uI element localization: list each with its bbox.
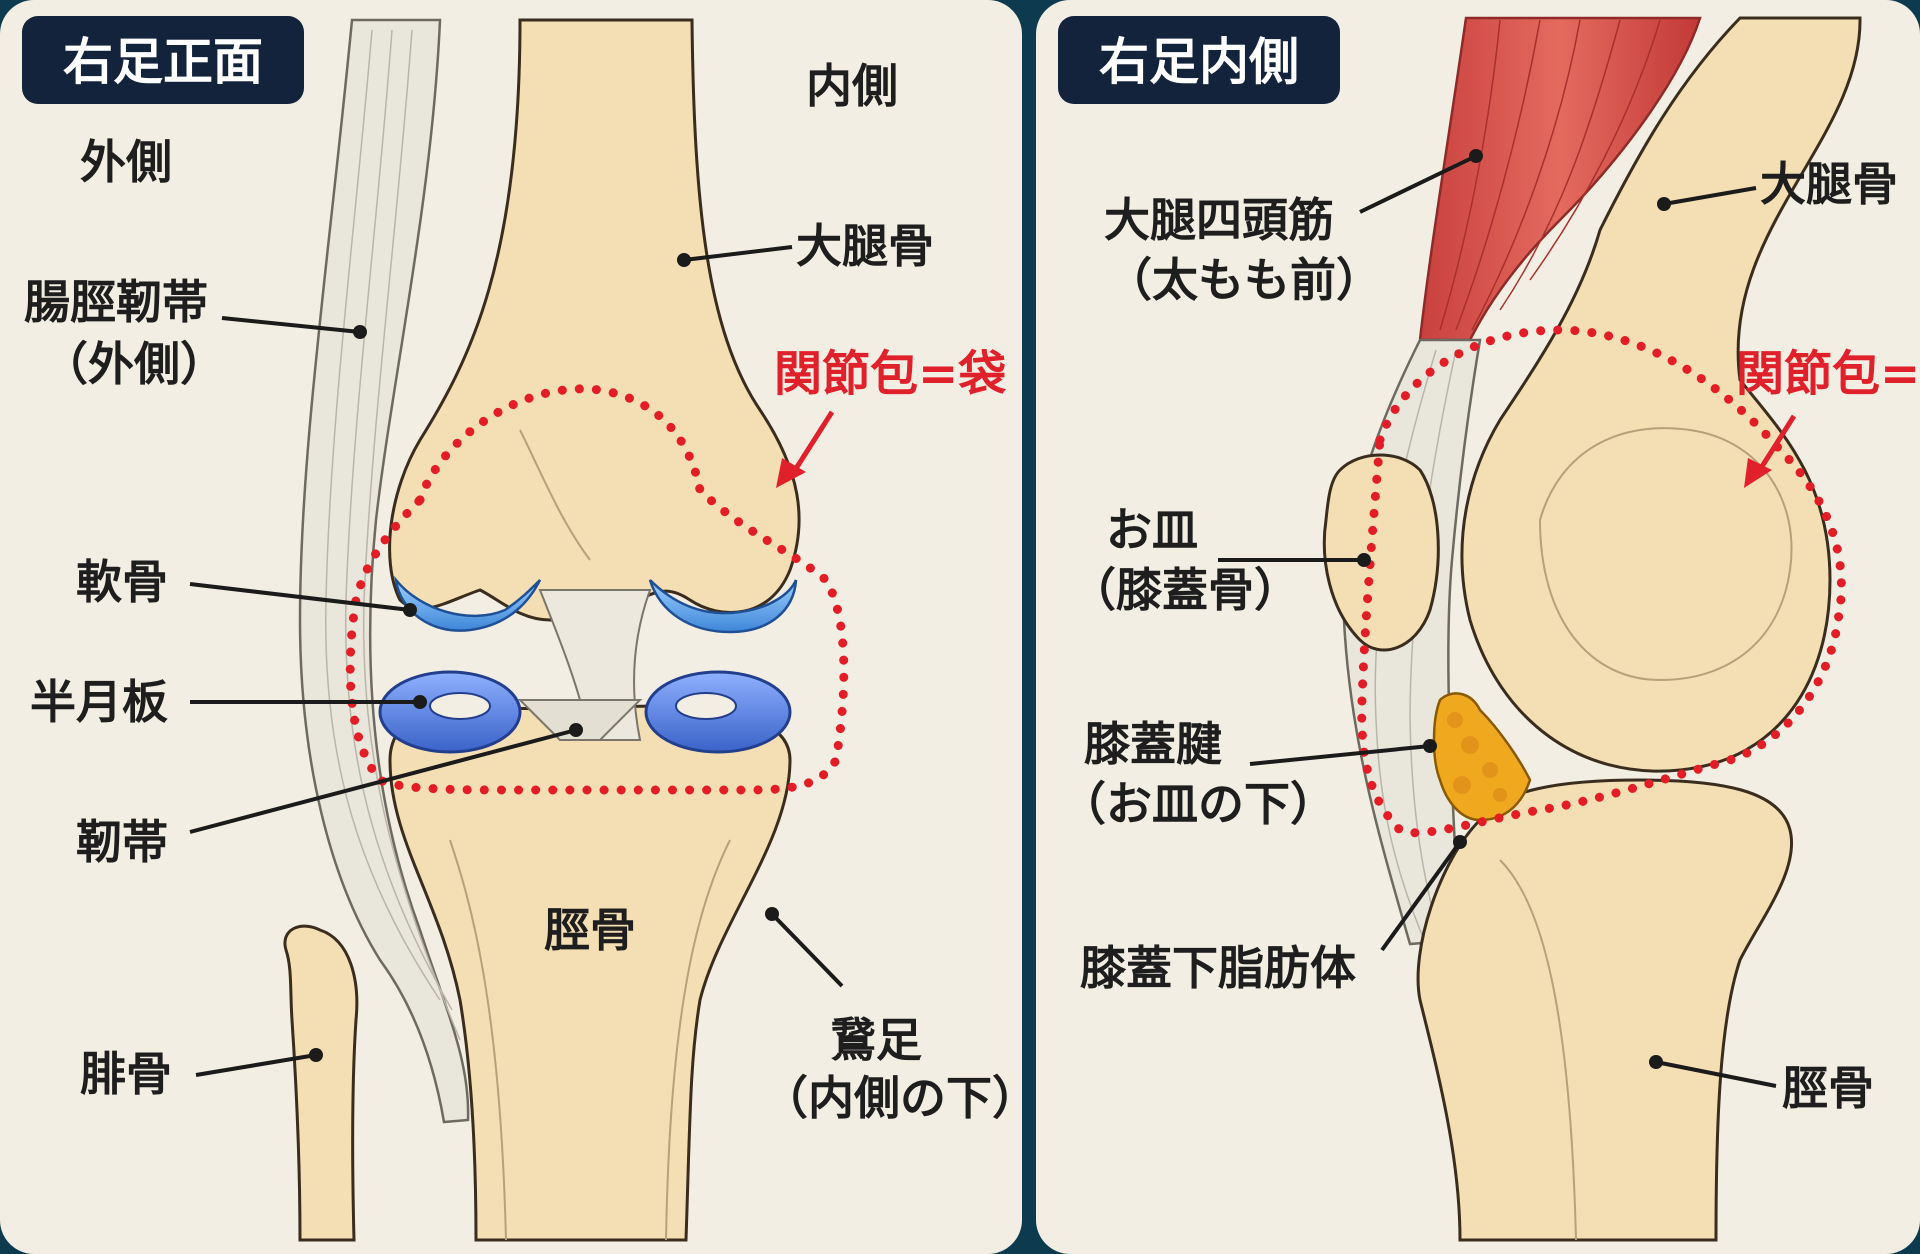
femur-condyle-contour bbox=[1538, 427, 1793, 682]
cruciate-ligaments bbox=[517, 589, 652, 741]
meniscus-label: 半月板 bbox=[30, 675, 168, 729]
femur-medial-shape bbox=[1460, 16, 1862, 773]
meniscus-pointer bbox=[413, 695, 427, 709]
patellar-tendon-leader bbox=[1249, 744, 1431, 766]
it-band-pointer bbox=[353, 325, 367, 339]
fibula-leader bbox=[195, 1053, 317, 1077]
tibia-leader-medial bbox=[1655, 1060, 1777, 1088]
fat-pad-pointer bbox=[1453, 835, 1467, 849]
ligament-leader bbox=[189, 728, 577, 834]
femur-label-medial: 大腿骨 bbox=[1760, 157, 1898, 211]
pes-anserinus-label: 鵞足 bbox=[830, 1013, 922, 1067]
front-panel-background bbox=[0, 0, 1022, 1254]
femur-leader-medial bbox=[1663, 186, 1757, 206]
fibula-pointer bbox=[309, 1048, 323, 1062]
meniscus-right bbox=[644, 670, 792, 754]
tibia-contour bbox=[449, 839, 507, 1241]
medial-view-panel: 右足内側 大腿四頭筋 （太もも前） 大腿骨 関節包=袋 お皿 （膝蓋骨） 膝蓋腱… bbox=[1036, 0, 1920, 1254]
meniscus-left bbox=[378, 670, 522, 754]
femur-contour bbox=[519, 429, 591, 561]
cartilage-pointer bbox=[403, 603, 417, 617]
patellar-tendon-pointer bbox=[1423, 739, 1437, 753]
tibia-label-front: 脛骨 bbox=[544, 903, 636, 957]
it-band-fibers bbox=[324, 29, 461, 1041]
patellar-tendon-label: 膝蓋腱 bbox=[1084, 717, 1222, 771]
pes-anserinus-leader bbox=[770, 912, 844, 988]
ligament-label: 靭帯 bbox=[76, 815, 168, 869]
femur-pointer-front bbox=[677, 253, 691, 267]
cartilage-leader bbox=[189, 582, 411, 612]
cartilage-left bbox=[394, 575, 542, 632]
front-view-title-badge bbox=[22, 16, 304, 104]
patellar-tendon-sublabel: （お皿の下） bbox=[1060, 777, 1336, 831]
joint-capsule-outline-medial bbox=[1357, 325, 1846, 838]
medial-label: 内側 bbox=[806, 59, 898, 113]
capsule-label-medial: 関節包=袋 bbox=[1736, 346, 1920, 402]
patella-label: お皿 bbox=[1106, 503, 1198, 557]
fat-pad-label: 膝蓋下脂肪体 bbox=[1080, 941, 1356, 995]
patella-sublabel: （膝蓋骨） bbox=[1070, 563, 1300, 617]
tibia-contour-2 bbox=[665, 839, 731, 1241]
pes-anserinus-sublabel: （内側の下） bbox=[762, 1071, 1038, 1125]
ligament-pointer bbox=[569, 723, 583, 737]
it-band-sublabel: （外側） bbox=[42, 337, 226, 391]
medial-view-title-badge bbox=[1058, 16, 1340, 104]
fat-pad-shape bbox=[1432, 692, 1532, 822]
quadriceps-pointer bbox=[1469, 149, 1483, 163]
tibia-label-medial: 脛骨 bbox=[1782, 1061, 1874, 1115]
femur-leader-front bbox=[683, 245, 793, 262]
tendon-fibers bbox=[1374, 349, 1457, 941]
fibula-shape bbox=[283, 924, 359, 1242]
cartilage-label: 軟骨 bbox=[76, 555, 168, 609]
joint-capsule-outline bbox=[345, 384, 849, 795]
fat-pad-leader bbox=[1380, 840, 1462, 952]
capsule-label-front: 関節包=袋 bbox=[774, 346, 1006, 402]
it-band-shape bbox=[298, 18, 470, 1124]
tibia-medial-shape bbox=[1416, 778, 1793, 1242]
quadriceps-leader bbox=[1359, 154, 1477, 214]
tibia-pointer-medial bbox=[1649, 1055, 1663, 1069]
capsule-arrow-head-front bbox=[776, 458, 806, 488]
femur-pointer-medial bbox=[1657, 197, 1671, 211]
cartilage-right bbox=[648, 579, 798, 634]
capsule-arrow-head-medial bbox=[1744, 458, 1772, 488]
pes-anserinus-pointer bbox=[765, 907, 779, 921]
femur-label-front: 大腿骨 bbox=[796, 219, 934, 273]
quadriceps-sublabel: （太もも前） bbox=[1106, 253, 1382, 307]
it-band-leader bbox=[221, 316, 361, 334]
fibula-label: 腓骨 bbox=[80, 1047, 172, 1101]
it-band-label: 腸脛靭帯 bbox=[24, 275, 208, 329]
lateral-label: 外側 bbox=[80, 135, 172, 189]
front-view-panel: 右足正面 外側 内側 大腿骨 腸脛靭帯 （外側） 関節包=袋 軟骨 半月板 靭帯… bbox=[0, 0, 1038, 1254]
front-view-title: 右足正面 bbox=[63, 33, 263, 91]
medial-view-title: 右足内側 bbox=[1099, 33, 1299, 91]
quadriceps-fibers bbox=[1439, 19, 1661, 331]
tibia-medial-contour bbox=[1499, 859, 1577, 1241]
patella-shape bbox=[1322, 453, 1440, 652]
patella-pointer bbox=[1357, 553, 1371, 567]
quadriceps-label: 大腿四頭筋 bbox=[1104, 193, 1334, 247]
